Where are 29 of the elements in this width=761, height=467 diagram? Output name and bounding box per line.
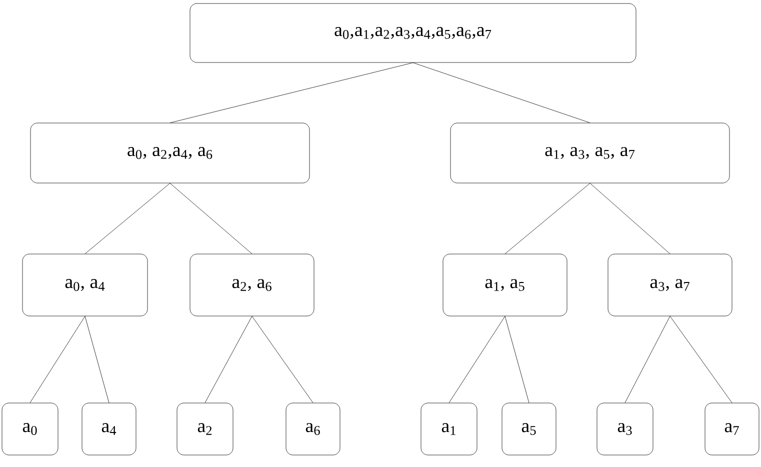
tree-edge — [504, 316, 530, 403]
tree-node-box: a$_{0}$, a$_{2}$,a$_{4}$, a$_{6}$ — [30, 122, 310, 184]
tree-edge — [30, 316, 86, 403]
tree-node-box: a$_{5}$ — [502, 402, 556, 456]
tree-edge — [204, 316, 252, 403]
tree-node-box: a$_{4}$ — [82, 402, 136, 456]
tree-node-box: a$_{0}$,a$_{1}$,a$_{2}$,a$_{3}$,a$_{4}$,a$_{5}$,a$_{6}$,a$_{7}$ — [190, 3, 636, 63]
tree-node-box: a$_{2}$, a$_{6}$ — [190, 254, 314, 316]
tree-node-box: a$_{6}$ — [286, 402, 340, 456]
tree-edge — [504, 183, 590, 254]
tree-node-box: a$_{1}$, a$_{3}$, a$_{5}$, a$_{7}$ — [450, 122, 730, 184]
tree-edge — [252, 316, 314, 403]
tree-node-box: a$_{0}$, a$_{4}$ — [22, 254, 148, 316]
tree-node-box: a$_{2}$ — [176, 402, 234, 456]
tree-edge — [84, 183, 170, 254]
tree-node-box: a$_{3}$ — [596, 402, 654, 456]
tree-edge — [84, 316, 110, 403]
tree-edge — [170, 183, 252, 254]
tree-node-box: a$_{0}$ — [2, 402, 58, 456]
tree-edge — [670, 316, 732, 403]
tree-edge — [170, 62, 414, 123]
tree-edge — [624, 316, 670, 403]
tree-node-box: a$_{3}$, a$_{7}$ — [608, 254, 732, 316]
tree-edge — [590, 183, 670, 254]
tree-node-box: a$_{7}$ — [704, 402, 760, 456]
tree-node-box: a$_{1}$, a$_{5}$ — [442, 254, 568, 316]
tree-edge — [412, 62, 590, 123]
tree-edge — [448, 316, 506, 403]
tree-node-box: a$_{1}$ — [420, 402, 478, 456]
